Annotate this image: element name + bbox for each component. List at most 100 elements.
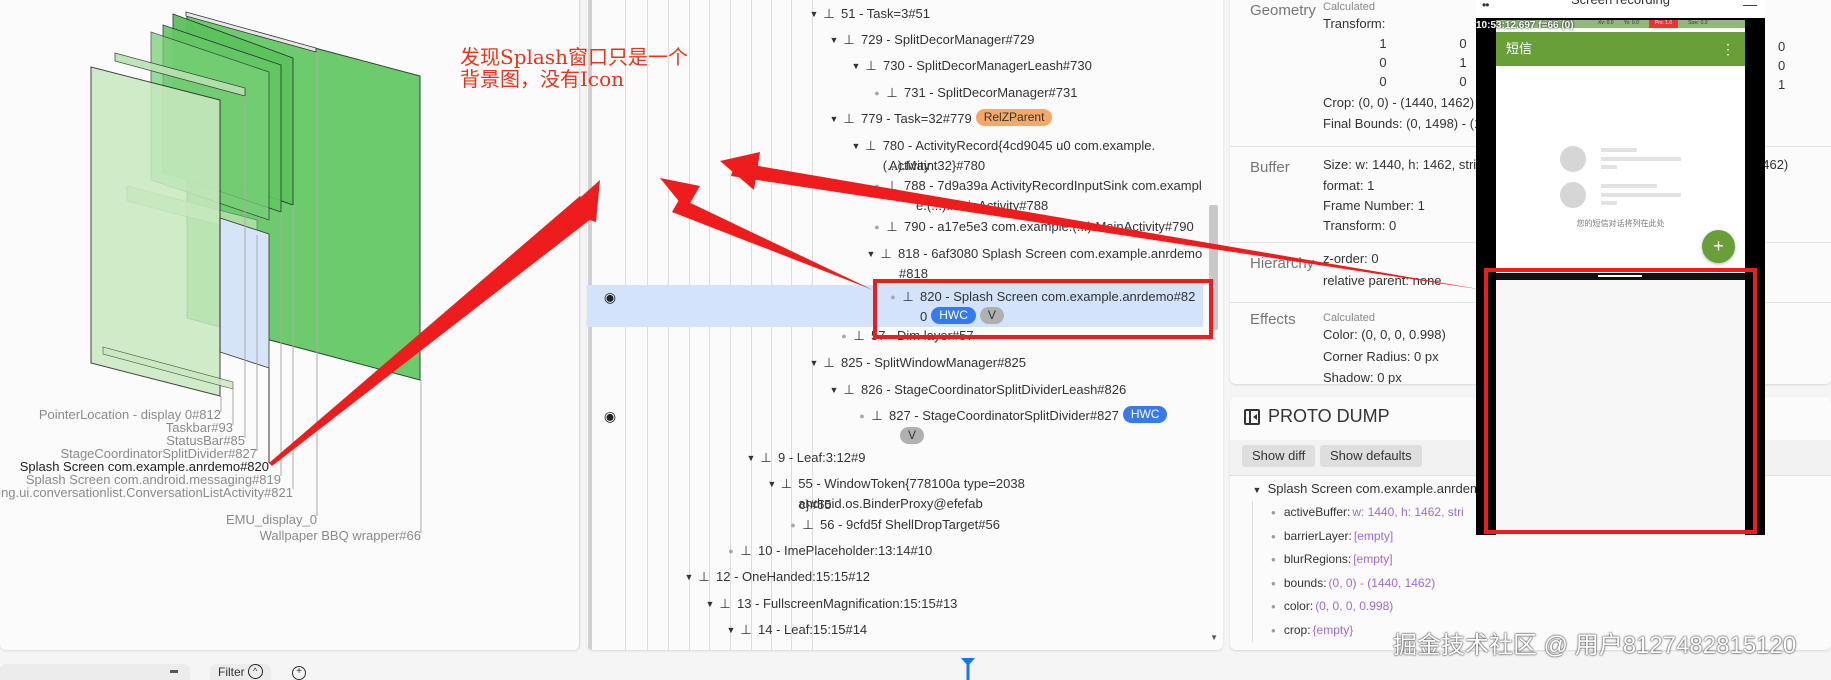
- hwc-chip: HWC: [931, 307, 976, 324]
- layer-plane-pointer: [90, 66, 221, 397]
- layer-label[interactable]: PointerLocation - display 0#812: [38, 407, 221, 422]
- pin-icon[interactable]: ⊥: [902, 289, 914, 304]
- screen-recording-titlebar[interactable]: •• Screen recording —: [1476, 0, 1765, 18]
- overflow-menu-icon: ⋮: [1721, 41, 1735, 57]
- leaf-dot-icon: ●: [874, 222, 880, 232]
- scroll-down-arrow-icon[interactable]: ▼: [1210, 633, 1218, 642]
- pin-icon[interactable]: ⊥: [823, 6, 835, 21]
- trace-select[interactable]: [0, 664, 190, 680]
- pin-icon[interactable]: ⊥: [865, 138, 877, 153]
- effects-section: Effects Calculated Color: (0, 0, 0, 0.99…: [1250, 311, 1446, 384]
- pin-icon[interactable]: ⊥: [740, 622, 752, 637]
- triangle-down-icon[interactable]: ▼: [829, 385, 839, 395]
- triangle-down-icon[interactable]: ▼: [809, 9, 819, 19]
- pin-icon[interactable]: ⊥: [853, 328, 865, 343]
- triangle-down-icon[interactable]: ▼: [726, 625, 736, 635]
- proto-item[interactable]: ●activeBuffer:w: 1440, h: 1462, stri: [1271, 505, 1464, 519]
- proto-dump-header[interactable]: PROTO DUMP: [1244, 406, 1390, 427]
- annotation-callout: 发现Splash窗口只是一个 背景图，没有Icon: [460, 45, 688, 91]
- screen-recording-window[interactable]: •• Screen recording — Xv: 0.0 Yv: 0.0 Pr…: [1476, 0, 1765, 535]
- pin-icon[interactable]: ⊥: [886, 85, 898, 100]
- proto-item[interactable]: ●color:(0, 0, 0, 0.998): [1271, 599, 1394, 614]
- hierarchy-tree-panel[interactable]: ▼⊥51 - Task=3#51 ▼⊥729 - SplitDecorManag…: [587, 0, 1223, 650]
- pin-icon[interactable]: ⊥: [698, 569, 710, 584]
- leaf-dot-icon: ●: [874, 181, 880, 191]
- visible-chip: V: [979, 307, 1004, 324]
- layer-label[interactable]: Wallpaper BBQ wrapper#66: [259, 528, 421, 543]
- layer-label[interactable]: StatusBar#85: [166, 433, 245, 448]
- pin-icon[interactable]: ⊥: [886, 178, 898, 193]
- leaf-dot-icon: ●: [859, 411, 865, 421]
- pin-icon[interactable]: ⊥: [802, 517, 814, 532]
- leaf-dot-icon: ●: [790, 520, 796, 530]
- proto-item[interactable]: ●crop:{empty}: [1271, 622, 1354, 637]
- triangle-down-icon[interactable]: ▼: [809, 358, 819, 368]
- minimize-icon[interactable]: —: [1743, 0, 1757, 12]
- proto-item[interactable]: ●blurRegions:[empty]: [1271, 552, 1393, 567]
- triangle-down-icon[interactable]: ▼: [829, 114, 839, 124]
- proto-root-node[interactable]: ▼ Splash Screen com.example.anrdemo#: [1250, 480, 1496, 500]
- layer-label-selected[interactable]: Splash Screen com.example.anrdemo#820: [19, 459, 269, 474]
- layer-label[interactable]: Taskbar#93: [165, 420, 233, 435]
- proto-properties-list: ●activeBuffer:w: 1440, h: 1462, stri ●ba…: [1252, 501, 1464, 643]
- pin-icon[interactable]: ⊥: [865, 58, 877, 73]
- triangle-down-icon[interactable]: ▼: [705, 599, 715, 609]
- show-diff-button[interactable]: Show diff: [1242, 445, 1316, 467]
- pin-icon[interactable]: ⊥: [780, 476, 793, 491]
- layer-label[interactable]: EMU_display_0: [225, 512, 317, 527]
- pointer-location-bar: Xv: 0.0 Yv: 0.0 Prs: 1.0 Size: 0.0: [1496, 20, 1745, 28]
- pin-icon[interactable]: ⊥: [843, 382, 855, 397]
- leaf-dot-icon: ●: [841, 331, 847, 341]
- relz-parent-chip: RelZParent: [975, 109, 1053, 126]
- pin-icon[interactable]: ⊥: [823, 355, 835, 370]
- pin-icon[interactable]: ⊥: [843, 111, 855, 126]
- leaf-dot-icon: ●: [874, 88, 880, 98]
- triangle-down-icon[interactable]: ▼: [851, 141, 861, 151]
- leaf-dot-icon: ●: [728, 546, 734, 556]
- highlight-box-tree: [873, 279, 1213, 339]
- timeline-toolbar: Filter^ +: [0, 656, 1831, 680]
- splash-screen-region: [1496, 280, 1745, 535]
- triangle-down-icon[interactable]: ▼: [866, 249, 876, 259]
- layer-label[interactable]: StageCoordinatorSplitDivider#827: [60, 446, 257, 461]
- proto-item[interactable]: ●barrierLayer:[empty]: [1271, 528, 1394, 543]
- triangle-down-icon[interactable]: ▼: [1252, 485, 1262, 495]
- frame-timestamp: 10:53:12.697 f=66 (0): [1476, 20, 1574, 31]
- filter-button[interactable]: Filter^: [210, 664, 271, 680]
- eye-icon[interactable]: ◉: [603, 289, 617, 305]
- watermark: 掘金技术社区 @ 用户8127482815120: [1393, 632, 1797, 659]
- collapse-panel-icon[interactable]: [1244, 408, 1260, 425]
- triangle-down-icon[interactable]: ▼: [684, 572, 694, 582]
- timeline-cursor-icon[interactable]: [961, 658, 975, 680]
- pin-icon[interactable]: ⊥: [880, 246, 892, 261]
- layer-label[interactable]: Splash Screen com.android.messaging#819: [25, 472, 281, 487]
- leaf-dot-icon: ●: [890, 292, 896, 302]
- pin-icon[interactable]: ⊥: [871, 408, 883, 423]
- layers-3d-view[interactable]: PointerLocation - display 0#812 Taskbar#…: [0, 0, 580, 650]
- triangle-down-icon[interactable]: ▼: [746, 453, 756, 463]
- pin-icon[interactable]: ⊥: [740, 543, 752, 558]
- pin-icon[interactable]: ⊥: [843, 32, 855, 47]
- tree-row[interactable]: ◉ ●⊥827 - StageCoordinatorSplitDivider#8…: [587, 406, 1203, 448]
- pin-icon[interactable]: ⊥: [760, 450, 772, 465]
- device-screen: Xv: 0.0 Yv: 0.0 Prs: 1.0 Size: 0.0 短信 ⋮ …: [1496, 20, 1745, 535]
- triangle-down-icon[interactable]: ▼: [829, 35, 839, 45]
- triangle-down-icon[interactable]: ▼: [767, 479, 777, 489]
- pin-icon[interactable]: ⊥: [719, 596, 731, 611]
- eye-icon[interactable]: ◉: [603, 408, 617, 424]
- tree-row[interactable]: ▼⊥51 - Task=3#51: [587, 4, 1203, 24]
- new-conversation-fab: +: [1702, 230, 1735, 263]
- show-defaults-button[interactable]: Show defaults: [1320, 445, 1422, 467]
- tree-row-selected[interactable]: ◉ ●⊥820 - Splash Screen com.example.anrd…: [587, 285, 1203, 327]
- highlight-box-recording: [1484, 268, 1757, 534]
- layer-label[interactable]: ging.ui.conversationlist.ConversationLis…: [0, 485, 293, 500]
- add-icon[interactable]: +: [292, 666, 306, 680]
- layers-3d-rects[interactable]: [0, 0, 580, 650]
- triangle-down-icon[interactable]: ▼: [851, 61, 861, 71]
- drag-handle-icon[interactable]: ••: [1482, 0, 1489, 12]
- pin-icon[interactable]: ⊥: [886, 219, 898, 234]
- visible-chip: V: [900, 427, 925, 444]
- proto-item[interactable]: ●bounds:(0, 0) - (1440, 1462): [1271, 575, 1436, 590]
